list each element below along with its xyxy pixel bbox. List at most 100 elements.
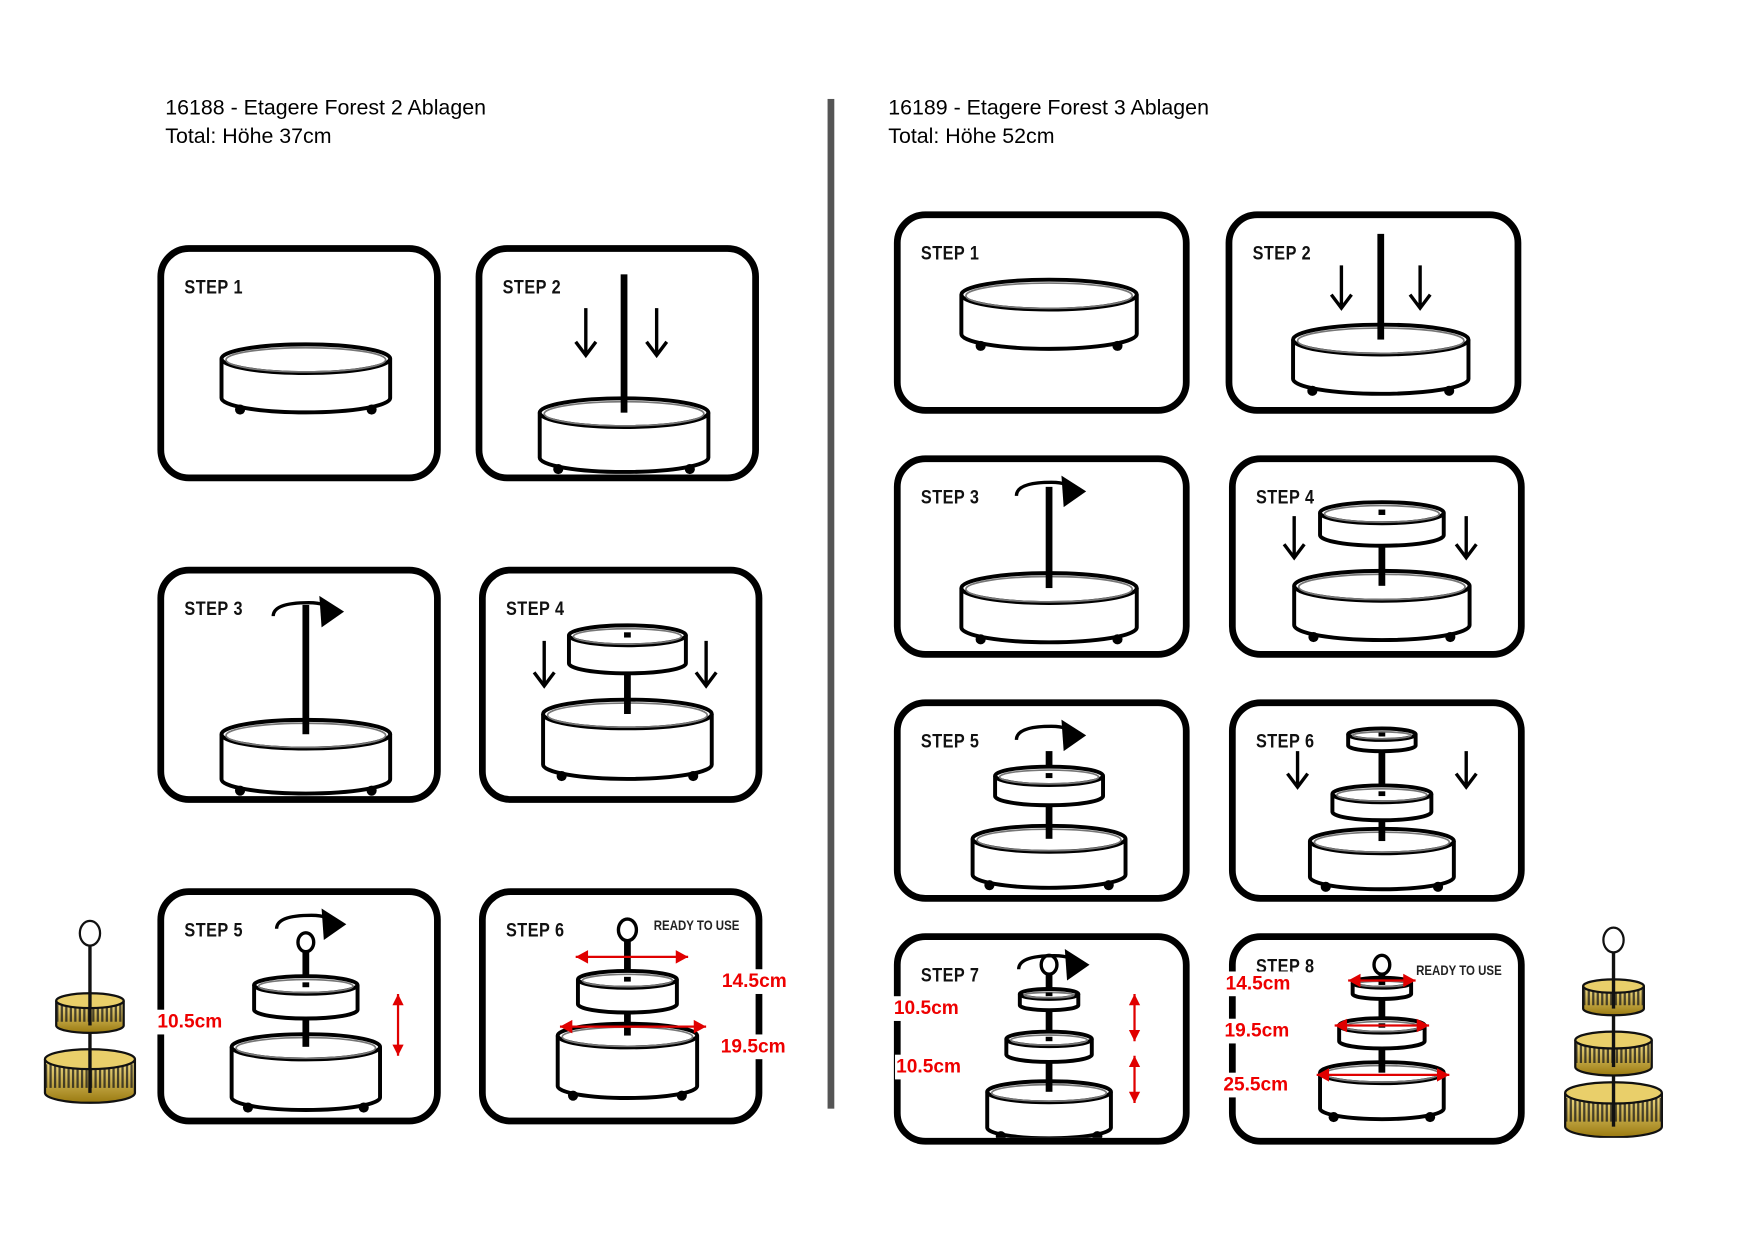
- right-middle-diameter-label: 19.5cm: [1223, 1018, 1291, 1044]
- down-arrow-icon: [1286, 751, 1310, 790]
- step-illustration: [555, 917, 707, 1101]
- diameter-arrowheads: [575, 950, 689, 964]
- tray: [1291, 322, 1471, 396]
- left-tier-height-label: 10.5cm: [156, 1009, 224, 1035]
- tray-inner-rim: [965, 282, 1134, 310]
- tray-inner-rim: [998, 769, 1100, 785]
- pole: [1378, 518, 1386, 586]
- tray-inner-rim: [225, 346, 387, 373]
- down-arrow-icon: [1282, 516, 1306, 561]
- right-lower-tier-height-label: 10.5cm: [895, 1054, 963, 1080]
- height-arrowheads: [1128, 1055, 1141, 1104]
- foot: [1307, 385, 1318, 396]
- foot: [1432, 881, 1444, 892]
- tray-side: [1318, 1072, 1446, 1122]
- rotate-arrowhead-icon: [1061, 475, 1087, 508]
- tray: [219, 342, 393, 415]
- right-step-3-panel: STEP 3: [893, 455, 1190, 658]
- step-illustration: [1291, 233, 1471, 396]
- pole: [1377, 233, 1385, 340]
- foot: [358, 1102, 369, 1113]
- left-step-4-panel: STEP 4: [478, 566, 763, 803]
- tray: [541, 697, 714, 781]
- step-illustration: [229, 908, 404, 1113]
- step-label: STEP 5: [920, 730, 980, 753]
- down-arrow-icon: [574, 308, 598, 359]
- step-illustration: [219, 595, 393, 796]
- step-illustration: [985, 948, 1141, 1138]
- step-illustration: [1316, 953, 1450, 1123]
- foot: [234, 785, 246, 796]
- pole-segment: [302, 982, 310, 988]
- down-arrow-icon: [1454, 751, 1478, 790]
- tray: [1004, 1029, 1094, 1064]
- pole-segment: [1378, 732, 1386, 737]
- foot: [366, 404, 377, 415]
- tray-side: [537, 412, 711, 474]
- right-bottom-diameter-label: 25.5cm: [1222, 1072, 1290, 1098]
- foot: [366, 785, 377, 796]
- foot: [975, 634, 986, 645]
- ready-to-use-label: READY TO USE: [1416, 962, 1503, 979]
- right-step-6-panel: STEP 6: [1228, 699, 1525, 902]
- tray: [1346, 726, 1418, 754]
- step-label: STEP 6: [1255, 730, 1315, 753]
- step-label: STEP 1: [184, 276, 243, 298]
- rotate-arrowhead-icon: [1061, 719, 1087, 752]
- down-arrow-icon: [694, 640, 718, 689]
- step-label: STEP 4: [1255, 486, 1315, 509]
- step-label: STEP 2: [1252, 242, 1312, 265]
- tray-inner-rim: [1009, 1034, 1089, 1046]
- step-illustration: [959, 475, 1139, 645]
- right-step-7-panel: STEP 7: [893, 933, 1190, 1145]
- rotate-arrowhead-icon: [319, 595, 345, 628]
- foot: [234, 404, 246, 415]
- hanging-ring: [78, 919, 102, 947]
- tray-inner-rim: [1336, 787, 1428, 802]
- tray: [1318, 500, 1446, 548]
- pole-segment: [1611, 1031, 1616, 1068]
- down-arrow-icon: [1408, 265, 1432, 311]
- foot: [567, 1090, 579, 1101]
- pole-segment: [1378, 981, 1386, 985]
- pole-segment: [1045, 1036, 1053, 1042]
- tray-inner-rim: [1351, 731, 1412, 740]
- right-upper-tier-height-label: 10.5cm: [892, 996, 960, 1021]
- rotate-arrowhead-icon: [321, 908, 347, 940]
- left-top-diameter-label: 14.5cm: [720, 969, 788, 994]
- foot: [242, 1102, 254, 1113]
- foot: [553, 464, 564, 475]
- foot: [1444, 385, 1455, 396]
- down-arrow-icon: [1454, 516, 1478, 561]
- pole-segment: [88, 993, 92, 1026]
- left-bottom-diameter-label: 19.5cm: [719, 1034, 787, 1060]
- ready-to-use-label: READY TO USE: [654, 917, 740, 934]
- down-arrow-icon: [645, 308, 669, 359]
- step-illustration: [1286, 726, 1478, 892]
- down-arrow-icon: [532, 640, 556, 689]
- tray: [555, 1021, 700, 1100]
- tray-inner-rim: [1323, 504, 1441, 523]
- tray-side: [541, 713, 714, 781]
- right-step-4-panel: STEP 4: [1228, 455, 1525, 658]
- step-label: STEP 5: [184, 919, 243, 942]
- pole-segment: [1045, 773, 1053, 779]
- tray: [537, 396, 711, 474]
- pole: [620, 274, 628, 413]
- top-ring: [616, 917, 639, 943]
- right-title-block: 16189 - Etagere Forest 3 Ablagen Total: …: [888, 94, 1209, 150]
- step-label: STEP 4: [505, 598, 565, 620]
- foot: [684, 464, 695, 475]
- left-product-title: 16188 - Etagere Forest 2 Ablagen: [165, 96, 486, 121]
- right-step-2-panel: STEP 2: [1225, 211, 1522, 414]
- tray: [1017, 987, 1081, 1013]
- step-illustration: [537, 274, 711, 475]
- foot: [556, 771, 567, 782]
- top-ring: [1039, 953, 1059, 976]
- pole: [624, 640, 631, 714]
- pole-segment: [1611, 1082, 1616, 1127]
- tray-inner-rim: [581, 973, 674, 988]
- pole-segment: [1611, 979, 1616, 1009]
